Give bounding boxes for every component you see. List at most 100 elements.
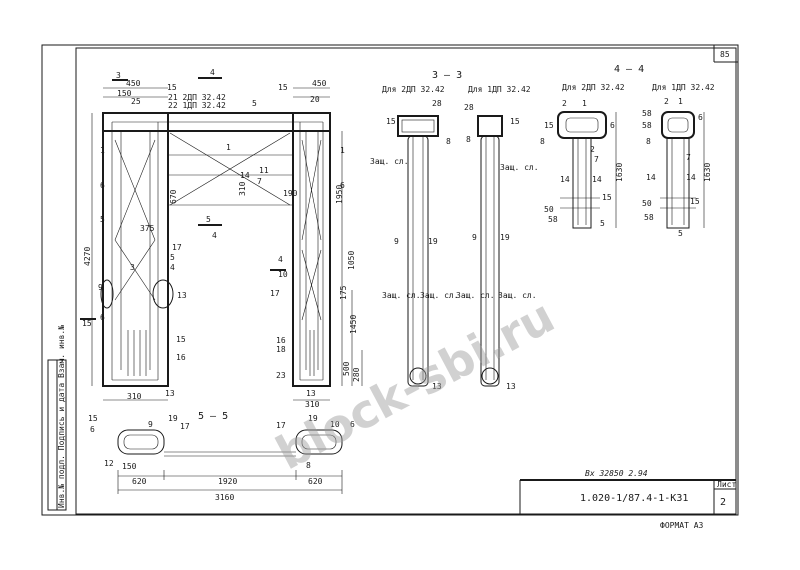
section-5-5-title: 5 — 5 bbox=[198, 411, 228, 422]
mark-3-lp: 3 bbox=[130, 263, 135, 272]
s33-mark-9-r: 9 bbox=[472, 233, 477, 242]
mark-7-frame: 7 bbox=[257, 177, 262, 186]
mark-17-left: 17 bbox=[172, 243, 182, 252]
s44-dp2: Для 2ДП 32.42 bbox=[562, 83, 625, 92]
mark-13-bottom2: 13 bbox=[306, 389, 316, 398]
mark-6-low: 6 bbox=[100, 313, 105, 322]
s44-mark-14: 14 bbox=[560, 175, 570, 184]
s33-dp2: Для 2ДП 32.42 bbox=[382, 85, 445, 94]
mark-15-left: 15 bbox=[176, 335, 186, 344]
s33-mark-13: 13 bbox=[432, 382, 442, 391]
s55-mark-8: 8 bbox=[306, 461, 311, 470]
s44-mark-5r: 5 bbox=[678, 229, 683, 238]
s33-mark-28-r: 28 bbox=[464, 103, 474, 112]
side-stamp: Инв.№ подл. Подпись и дата Взам. инв.№ bbox=[57, 325, 66, 508]
s55-mark-19: 19 bbox=[168, 414, 178, 423]
s44-mark-7r: 7 bbox=[686, 153, 691, 162]
s55-mark-10: 10 bbox=[330, 420, 340, 429]
dim-150: 150 bbox=[117, 89, 132, 98]
dim-280: 280 bbox=[352, 367, 361, 382]
s55-dim-150: 150 bbox=[122, 462, 137, 471]
mark-15-vert: 15 bbox=[82, 319, 92, 328]
s44-dim-58r2: 58 bbox=[642, 121, 652, 130]
mark-16-rp: 16 bbox=[276, 336, 286, 345]
dim-310-bl: 310 bbox=[127, 392, 142, 401]
dim-4270: 4270 bbox=[83, 247, 92, 266]
mark-23: 23 bbox=[276, 371, 286, 380]
s33-zasch-6: Защ. сл. bbox=[498, 291, 537, 300]
mark-5-mid: 5 bbox=[206, 215, 211, 224]
s55-mark-6-r: 6 bbox=[350, 420, 355, 429]
mark-6-right: 6 bbox=[340, 181, 345, 190]
s44-mark-6r: 6 bbox=[698, 113, 703, 122]
s44-mark-2: 2 bbox=[562, 99, 567, 108]
mark-5-top: 5 bbox=[252, 99, 257, 108]
mark-4-mid: 4 bbox=[212, 231, 217, 240]
s44-mark-7: 7 bbox=[594, 155, 599, 164]
s55-mark-9: 9 bbox=[148, 420, 153, 429]
mark-15-a: 15 bbox=[167, 83, 177, 92]
dim-500: 500 bbox=[342, 361, 351, 376]
dim-1950: 1950 bbox=[335, 185, 344, 204]
mark-5-left: 5 bbox=[100, 215, 105, 224]
format-label: ФОРМАТ А3 bbox=[660, 521, 704, 530]
mark-18-rp: 18 bbox=[276, 345, 286, 354]
s33-mark-28: 28 bbox=[432, 99, 442, 108]
s33-zasch-1: Защ. сл. bbox=[370, 157, 409, 166]
s33-mark-19-r: 19 bbox=[500, 233, 510, 242]
mark-14: 14 bbox=[240, 171, 250, 180]
s44-dim-58: 58 bbox=[548, 215, 558, 224]
s55-dim-3160: 3160 bbox=[215, 493, 234, 502]
mark-13-left: 13 bbox=[177, 291, 187, 300]
frame-elevation bbox=[80, 77, 363, 401]
section-4-4-title: 4 — 4 bbox=[614, 64, 644, 75]
s55-dim-620-r: 620 bbox=[308, 477, 323, 486]
s44-mark-14r2: 14 bbox=[686, 173, 696, 182]
s44-dim-50: 50 bbox=[544, 205, 554, 214]
mark-5-lp: 5 bbox=[170, 253, 175, 262]
s33-mark-13-r: 13 bbox=[506, 382, 516, 391]
s55-dim-1920: 1920 bbox=[218, 477, 237, 486]
s33-mark-8-r: 8 bbox=[466, 135, 471, 144]
mark-1-mid: 1 bbox=[226, 143, 231, 152]
mark-4-lp: 4 bbox=[170, 263, 175, 272]
mark-11-frame: 11 bbox=[259, 166, 269, 175]
page-number: 85 bbox=[720, 50, 730, 59]
dp-line-1: 21 2ДП 32.42 bbox=[168, 93, 226, 102]
s44-dp1: Для 1ДП 32.42 bbox=[652, 83, 715, 92]
mark-370: 375 bbox=[140, 224, 155, 233]
s55-dim-620-l: 620 bbox=[132, 477, 147, 486]
mark-9-left: 9 bbox=[98, 283, 103, 292]
sheet-label: Лист bbox=[717, 480, 736, 489]
dim-310-br: 310 bbox=[305, 400, 320, 409]
mark-17-rp: 17 bbox=[270, 289, 280, 298]
dim-175: 175 bbox=[339, 285, 348, 300]
s44-mark-15: 15 bbox=[544, 121, 554, 130]
s44-mark-1r: 1 bbox=[678, 97, 683, 106]
mark-15-b: 15 bbox=[278, 83, 288, 92]
s44-dim-1630: 1630 bbox=[615, 163, 624, 182]
mark-3-top: 3 bbox=[116, 71, 121, 80]
dim-25: 25 bbox=[131, 97, 141, 106]
s44-mark-15r: 15 bbox=[690, 197, 700, 206]
s44-mark-6: 6 bbox=[610, 121, 615, 130]
section-3-3: 3 — 3 Для 2ДП 32.42 Для 1ДП 32.42 15 28 … bbox=[370, 70, 539, 391]
s55-mark-15: 15 bbox=[88, 414, 98, 423]
s44-mark-2r: 2 bbox=[664, 97, 669, 106]
mark-4-top: 4 bbox=[210, 68, 215, 77]
section-5-5: 5 — 5 15 6 9 19 17 12 150 620 1920 620 3… bbox=[88, 411, 355, 502]
section-4-4: 4 — 4 Для 2ДП 32.42 Для 1ДП 32.42 2 1 15… bbox=[540, 64, 715, 238]
mark-16-left: 16 bbox=[176, 353, 186, 362]
dim-1050: 1050 bbox=[347, 251, 356, 270]
s33-mark-15: 15 bbox=[386, 117, 396, 126]
s33-zasch-2: Защ. сл. bbox=[382, 291, 421, 300]
dim-190: 190 bbox=[283, 189, 298, 198]
s33-mark-8: 8 bbox=[446, 137, 451, 146]
dim-450-right: 450 bbox=[312, 79, 327, 88]
dim-1450: 1450 bbox=[349, 315, 358, 334]
s44-mark-8r: 8 bbox=[646, 137, 651, 146]
s33-dp1: Для 1ДП 32.42 bbox=[468, 85, 531, 94]
sheet-frame: 85 Инв.№ подл. Подпись и дата Взам. инв.… bbox=[41, 44, 739, 516]
s44-dim-58r: 58 bbox=[642, 109, 652, 118]
